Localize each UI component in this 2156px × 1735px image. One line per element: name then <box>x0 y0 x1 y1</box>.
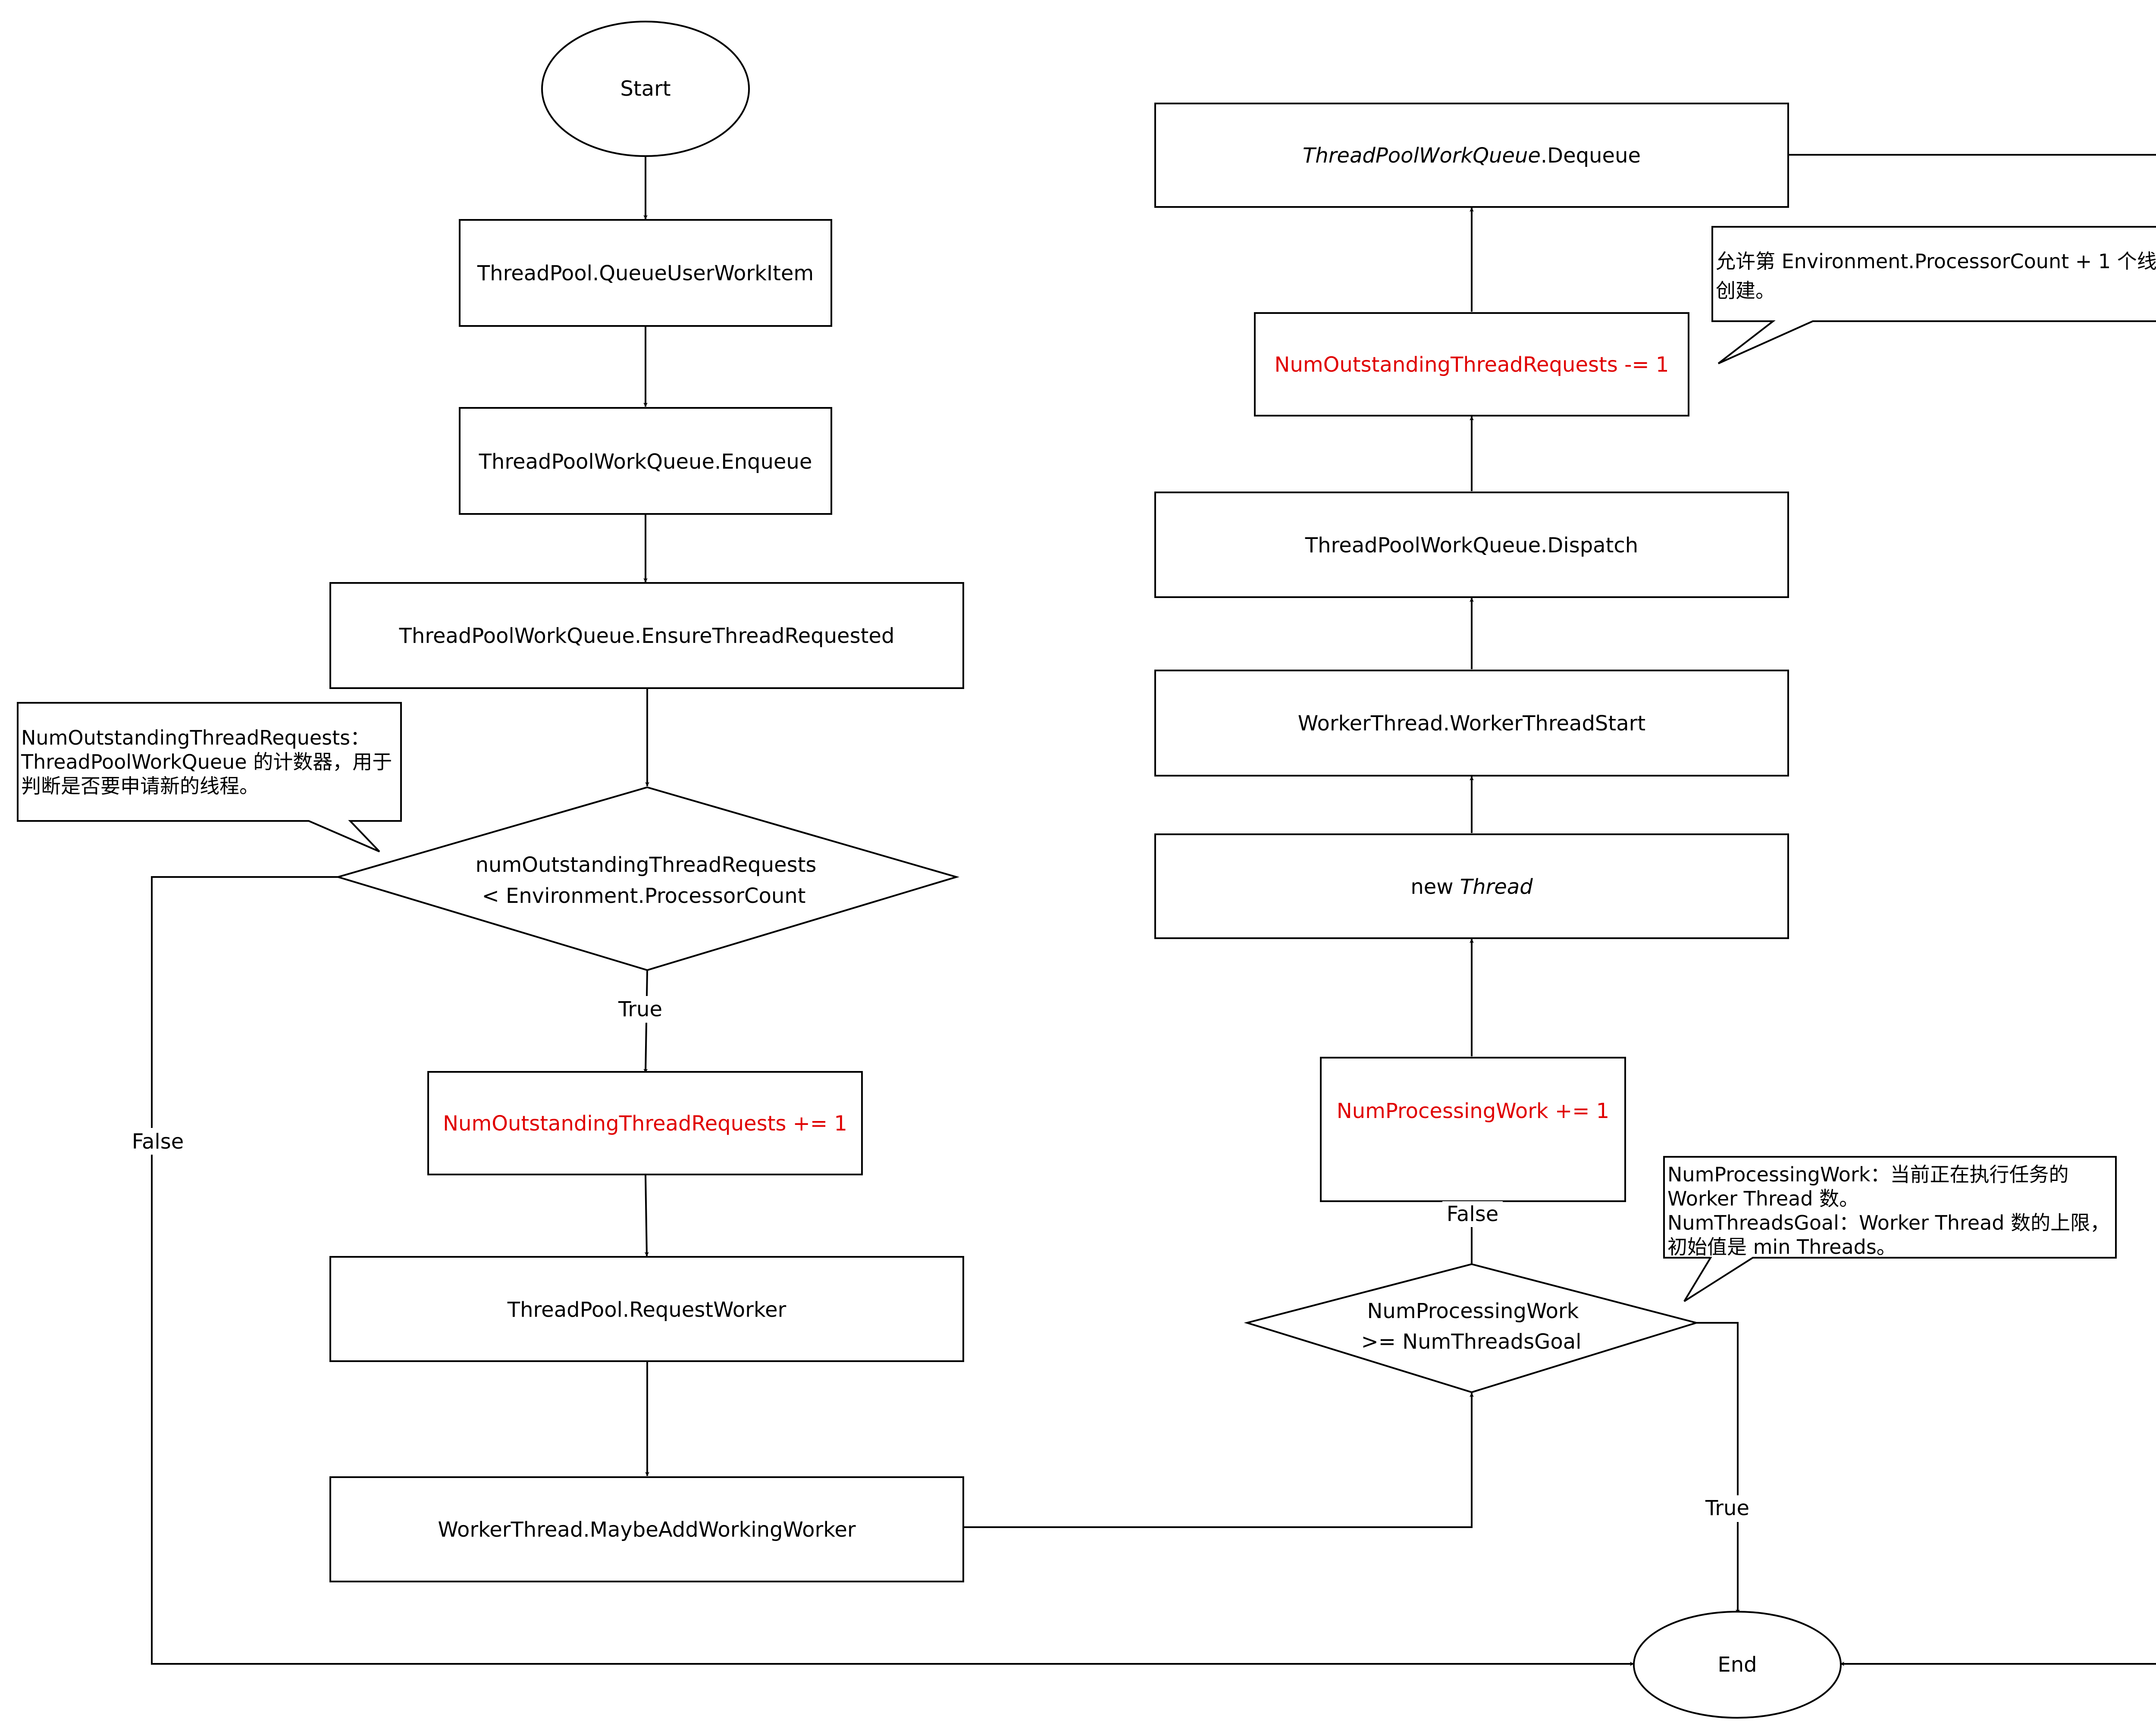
note-processing-goal-line3: NumThreadsGoal：Worker Thread 数的上限， <box>1667 1211 2110 1234</box>
new-thread-prefix: new <box>1410 875 1453 899</box>
dispatch-node: ThreadPoolWorkQueue.Dispatch <box>1154 492 1789 598</box>
edge-increment-to-request-worker <box>644 1175 649 1256</box>
maybe-add-working-worker-label: WorkerThread.MaybeAddWorkingWorker <box>438 1518 856 1542</box>
edge-maybe-add-to-processing-decision <box>963 1393 1474 1528</box>
dequeue-type: ThreadPoolWorkQueue <box>1303 144 1541 168</box>
processing-decision-line1: NumProcessingWork <box>1367 1299 1579 1323</box>
new-thread-label: new Thread <box>1410 875 1533 899</box>
edge-outstanding-false-to-end <box>151 876 1634 1666</box>
increment-processing-label: NumProcessingWork += 1 <box>1337 1099 1609 1123</box>
note-processor-count-shape <box>1711 226 2156 364</box>
ensure-thread-requested-node: ThreadPoolWorkQueue.EnsureThreadRequeste… <box>329 582 964 689</box>
note-processor-count: 允许第 Environment.ProcessorCount + 1 个线程的 … <box>1711 226 2156 364</box>
request-worker-label: ThreadPool.RequestWorker <box>507 1298 787 1322</box>
note-outstanding-counter: NumOutstandingThreadRequests： ThreadPool… <box>17 702 402 852</box>
enqueue-node: ThreadPoolWorkQueue.Enqueue <box>459 407 832 515</box>
increment-processing-node: NumProcessingWork += 1 <box>1320 1057 1626 1202</box>
decrement-outstanding-node: NumOutstandingThreadRequests -= 1 <box>1254 312 1689 417</box>
note-processing-goal-line4: 初始值是 min Threads。 <box>1667 1235 1896 1259</box>
maybe-add-working-worker-node: WorkerThread.MaybeAddWorkingWorker <box>329 1476 964 1582</box>
queue-user-work-item-label: ThreadPool.QueueUserWorkItem <box>477 261 814 285</box>
start-node: Start <box>541 21 750 157</box>
note-outstanding-counter-line1: NumOutstandingThreadRequests： <box>21 726 370 749</box>
ensure-thread-requested-label: ThreadPoolWorkQueue.EnsureThreadRequeste… <box>399 624 895 648</box>
increment-outstanding-label: NumOutstandingThreadRequests += 1 <box>443 1112 847 1136</box>
increment-outstanding-node: NumOutstandingThreadRequests += 1 <box>427 1071 863 1175</box>
dequeue-label: ThreadPoolWorkQueue.Dequeue <box>1303 144 1641 168</box>
outstanding-true-label: True <box>618 997 662 1021</box>
edge-processing-true-to-end <box>1696 1322 1740 1614</box>
note-processing-goal-line2: Worker Thread 数。 <box>1667 1187 1859 1210</box>
processing-decision-node: NumProcessingWork >= NumThreadsGoal <box>1244 1263 1700 1394</box>
note-outstanding-counter-line2: ThreadPoolWorkQueue 的计数器，用于 <box>21 750 392 774</box>
processing-decision-line2: >= NumThreadsGoal <box>1361 1330 1582 1354</box>
outstanding-false-label: False <box>132 1130 184 1154</box>
note-processing-goal: NumProcessingWork：当前正在执行任务的 Worker Threa… <box>1663 1156 2117 1302</box>
queue-user-work-item-node: ThreadPool.QueueUserWorkItem <box>459 219 832 327</box>
request-worker-node: ThreadPool.RequestWorker <box>329 1256 964 1362</box>
worker-thread-start-node: WorkerThread.WorkerThreadStart <box>1154 670 1789 777</box>
note-outstanding-counter-shape <box>17 702 402 852</box>
dequeue-node: ThreadPoolWorkQueue.Dequeue <box>1154 103 1789 208</box>
new-thread-type: Thread <box>1460 875 1533 899</box>
enqueue-label: ThreadPoolWorkQueue.Enqueue <box>479 450 812 474</box>
dispatch-label: ThreadPoolWorkQueue.Dispatch <box>1305 533 1638 557</box>
edge-labels: True False False True <box>128 996 1758 1522</box>
edge-dequeue-to-end <box>1788 154 2156 1666</box>
decrement-outstanding-label: NumOutstandingThreadRequests -= 1 <box>1275 353 1669 377</box>
note-outstanding-counter-line3: 判断是否要申请新的线程。 <box>21 774 259 798</box>
outstanding-decision-node: numOutstandingThreadRequests < Environme… <box>335 786 960 971</box>
note-processing-goal-line1: NumProcessingWork：当前正在执行任务的 <box>1667 1163 2069 1186</box>
end-label: End <box>1717 1653 1757 1677</box>
outstanding-decision-line2: < Environment.ProcessorCount <box>482 884 806 908</box>
note-processor-count-line1: 允许第 Environment.ProcessorCount + 1 个线程的 <box>1716 250 2156 273</box>
processing-true-label: True <box>1705 1496 1749 1520</box>
dequeue-method: .Dequeue <box>1541 144 1641 168</box>
note-processing-goal-shape <box>1663 1156 2117 1302</box>
outstanding-decision-line1: numOutstandingThreadRequests <box>476 853 817 877</box>
end-node: End <box>1633 1611 1842 1719</box>
worker-thread-start-label: WorkerThread.WorkerThreadStart <box>1298 711 1645 736</box>
new-thread-node: new Thread <box>1154 833 1789 939</box>
start-label: Start <box>620 77 671 101</box>
note-processor-count-line2: 创建。 <box>1716 279 1775 302</box>
processing-false-label: False <box>1447 1202 1499 1226</box>
